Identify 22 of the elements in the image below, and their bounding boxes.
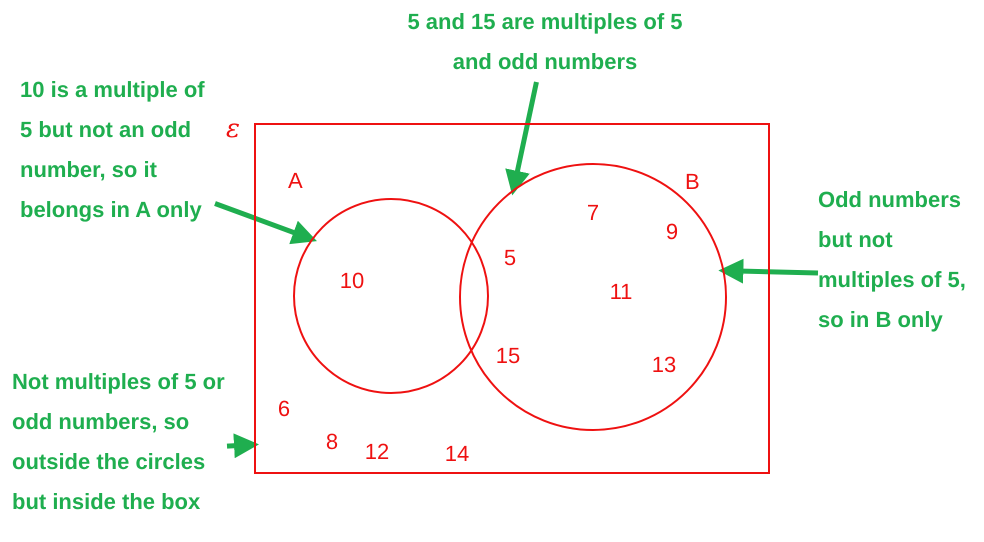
set-element-number: 6 (278, 398, 290, 420)
set-element-number: 5 (504, 247, 516, 269)
set-element-number: 11 (610, 281, 632, 303)
set-element-number: 14 (444, 443, 470, 465)
arrow (214, 201, 317, 244)
set-element-number: 9 (666, 221, 678, 243)
arrow (718, 258, 818, 284)
set-symbol: ε (226, 116, 240, 142)
set-element-number: 8 (326, 431, 338, 453)
set-element-number: 13 (652, 354, 676, 376)
set-element-number: 15 (496, 345, 520, 367)
annotation-text: Odd numbers but not multiples of 5, so in B only (818, 186, 967, 334)
set-element-number: 12 (364, 441, 390, 463)
set-element-number: 10 (340, 270, 364, 292)
set-element-number: 7 (586, 202, 600, 224)
annotation-text: 10 is a multiple of 5 but not an odd number, so it belongs in A only (20, 76, 206, 224)
arrow (505, 81, 539, 196)
set-label: A (288, 170, 303, 192)
set-label: B (685, 171, 700, 193)
arrow (226, 433, 259, 458)
annotation-text: Not multiples of 5 or odd numbers, so outside the circles but inside the box (12, 368, 226, 516)
annotation-text: 5 and 15 are multiples of 5 and odd numbers (406, 8, 684, 76)
